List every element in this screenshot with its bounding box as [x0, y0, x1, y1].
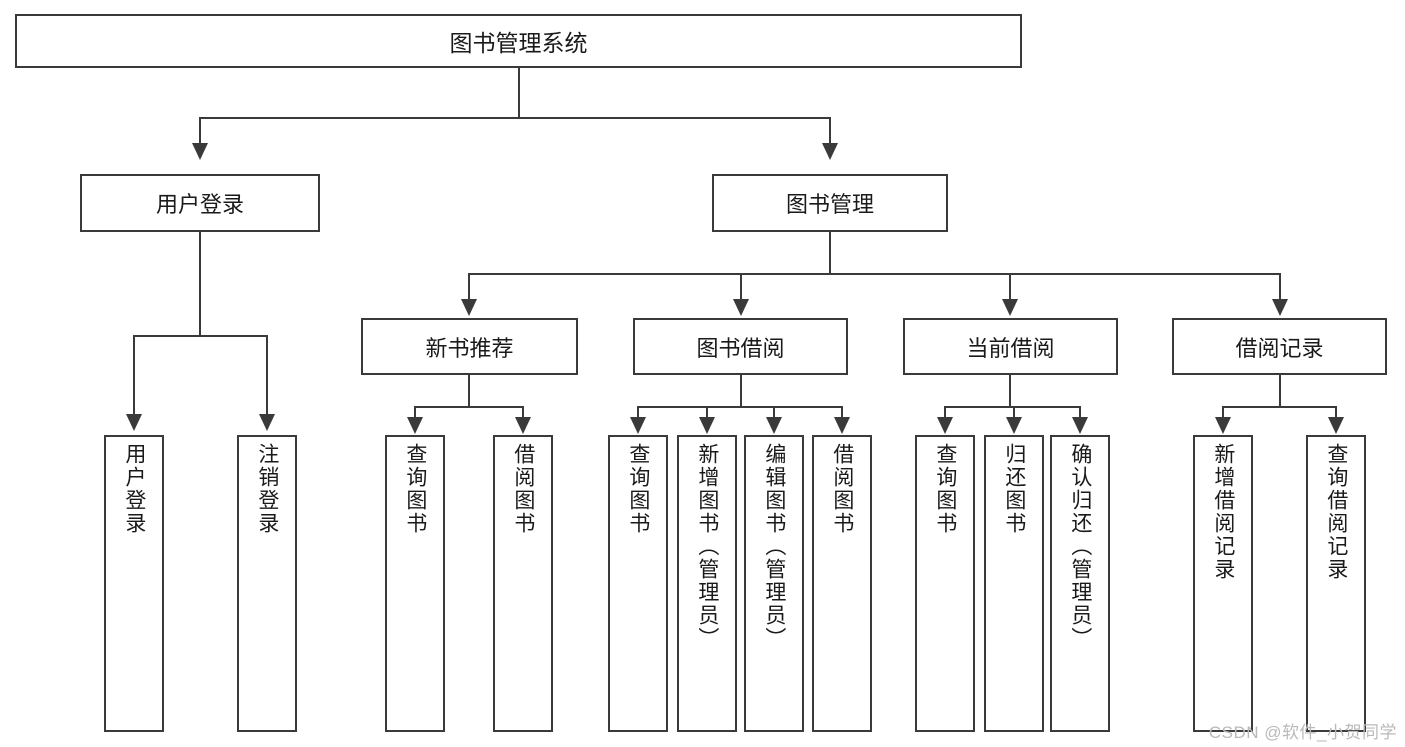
- node-label: 新书推荐: [425, 335, 514, 361]
- node-label: 图书管理系统: [449, 30, 588, 56]
- leaf-add-borrow-record[interactable]: 新增借阅记录: [1193, 435, 1253, 732]
- arrowhead-leaf-edit-book: [766, 417, 782, 434]
- connector-to-new-book-recommend: [468, 273, 470, 301]
- leaf-confirm-return-admin[interactable]: 确认归还（管理员）: [1050, 435, 1110, 732]
- leaf-label: 新增图书（管理员）: [695, 443, 719, 650]
- connector-to-borrow-record: [1279, 273, 1281, 301]
- connector-new-book-leaf-1: [414, 406, 416, 418]
- arrowhead-user-login: [192, 143, 208, 160]
- arrowhead-borrow-record: [1272, 299, 1288, 316]
- connector-current-borrow-leaf-1: [944, 406, 946, 418]
- connector-current-borrow-stem: [1009, 375, 1011, 407]
- leaf-borrow-book[interactable]: 借阅图书: [812, 435, 872, 732]
- leaf-query-book-recommend[interactable]: 查询图书: [385, 435, 445, 732]
- arrowhead-book-manage: [822, 143, 838, 160]
- node-book-management[interactable]: 图书管理: [712, 174, 948, 232]
- watermark-text: CSDN @软件_小贺同学: [1208, 723, 1397, 742]
- connector-root-to-book-manage: [829, 117, 831, 145]
- connector-borrow-record-bus: [1222, 406, 1337, 408]
- leaf-return-book[interactable]: 归还图书: [984, 435, 1044, 732]
- connector-to-current-borrow: [1009, 273, 1011, 301]
- arrowhead-leaf-return-book: [1006, 417, 1022, 434]
- arrowhead-leaf-logout: [259, 414, 275, 431]
- node-book-borrow[interactable]: 图书借阅: [633, 318, 848, 375]
- connector-new-book-stem: [468, 375, 470, 407]
- connector-root-to-user-login: [199, 117, 201, 145]
- connector-borrow-record-stem: [1279, 375, 1281, 407]
- node-label: 图书借阅: [696, 335, 785, 361]
- connector-book-manage-stem: [829, 232, 831, 274]
- leaf-label: 查询图书: [626, 443, 650, 535]
- node-borrow-record[interactable]: 借阅记录: [1172, 318, 1387, 375]
- connector-book-manage-bus: [468, 273, 1280, 275]
- leaf-query-borrow-record[interactable]: 查询借阅记录: [1306, 435, 1366, 732]
- connector-current-borrow-leaf-3: [1079, 406, 1081, 418]
- leaf-add-book-admin[interactable]: 新增图书（管理员）: [677, 435, 737, 732]
- leaf-logout[interactable]: 注销登录: [237, 435, 297, 732]
- arrowhead-leaf-borrow-book-2: [834, 417, 850, 434]
- leaf-user-login[interactable]: 用户登录: [104, 435, 164, 732]
- arrowhead-leaf-confirm-return: [1072, 417, 1088, 434]
- connector-root-stem: [518, 68, 520, 118]
- connector-book-borrow-stem: [740, 375, 742, 407]
- arrowhead-leaf-add-record: [1215, 417, 1231, 434]
- leaf-label: 归还图书: [1002, 443, 1026, 535]
- connector-root-bus: [199, 117, 831, 119]
- arrowhead-leaf-user-login: [126, 414, 142, 431]
- arrowhead-leaf-add-book: [699, 417, 715, 434]
- arrowhead-book-borrow: [733, 299, 749, 316]
- connector-current-borrow-leaf-2: [1013, 406, 1015, 418]
- node-label: 当前借阅: [966, 335, 1055, 361]
- leaf-label: 编辑图书（管理员）: [762, 443, 786, 650]
- arrowhead-leaf-query-book-2: [630, 417, 646, 434]
- arrowhead-new-book-recommend: [461, 299, 477, 316]
- leaf-label: 查询借阅记录: [1324, 443, 1348, 581]
- connector-new-book-bus: [414, 406, 524, 408]
- arrowhead-current-borrow: [1002, 299, 1018, 316]
- connector-book-borrow-leaf-2: [706, 406, 708, 418]
- node-label: 用户登录: [155, 192, 244, 217]
- arrowhead-leaf-query-book-3: [937, 417, 953, 434]
- arrowhead-leaf-query-record: [1328, 417, 1344, 434]
- leaf-label: 查询图书: [933, 443, 957, 535]
- connector-current-borrow-bus: [944, 406, 1081, 408]
- leaf-label: 用户登录: [122, 443, 146, 535]
- arrowhead-leaf-query-book-1: [407, 417, 423, 434]
- leaf-label: 借阅图书: [830, 443, 854, 535]
- connector-user-login-stem: [199, 232, 201, 336]
- connector-user-login-leaf-1: [133, 335, 135, 415]
- leaf-query-book-current[interactable]: 查询图书: [915, 435, 975, 732]
- leaf-label: 新增借阅记录: [1211, 443, 1235, 581]
- leaf-label: 查询图书: [403, 443, 427, 535]
- connector-to-book-borrow: [740, 273, 742, 301]
- connector-user-login-bus: [133, 335, 268, 337]
- node-user-login[interactable]: 用户登录: [80, 174, 320, 232]
- connector-user-login-leaf-2: [266, 335, 268, 415]
- leaf-query-book-borrow[interactable]: 查询图书: [608, 435, 668, 732]
- connector-book-borrow-leaf-3: [773, 406, 775, 418]
- connector-book-borrow-leaf-4: [841, 406, 843, 418]
- node-new-book-recommend[interactable]: 新书推荐: [361, 318, 578, 375]
- leaf-label: 注销登录: [255, 443, 279, 535]
- leaf-borrow-book-recommend[interactable]: 借阅图书: [493, 435, 553, 732]
- connector-book-borrow-leaf-1: [637, 406, 639, 418]
- leaf-edit-book-admin[interactable]: 编辑图书（管理员）: [744, 435, 804, 732]
- connector-book-borrow-bus: [637, 406, 843, 408]
- node-root-system[interactable]: 图书管理系统: [15, 14, 1022, 68]
- connector-borrow-record-leaf-1: [1222, 406, 1224, 418]
- leaf-label: 确认归还（管理员）: [1068, 443, 1092, 650]
- leaf-label: 借阅图书: [511, 443, 535, 535]
- connector-borrow-record-leaf-2: [1335, 406, 1337, 418]
- connector-new-book-leaf-2: [522, 406, 524, 418]
- node-current-borrow[interactable]: 当前借阅: [903, 318, 1118, 375]
- node-label: 图书管理: [785, 192, 874, 217]
- arrowhead-leaf-borrow-book-1: [515, 417, 531, 434]
- node-label: 借阅记录: [1235, 335, 1324, 361]
